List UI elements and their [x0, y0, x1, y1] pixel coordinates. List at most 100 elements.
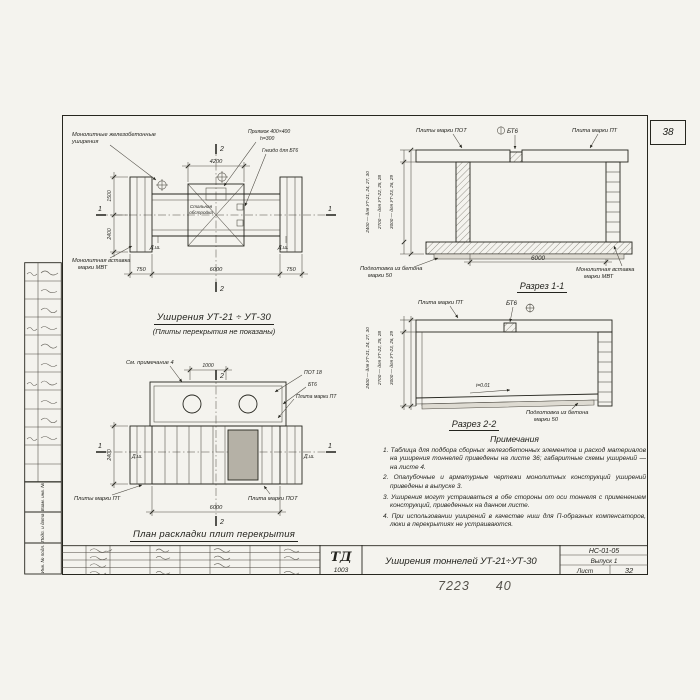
svg-text:обстройка: обстройка [189, 209, 213, 215]
sheet-number: 32 [625, 566, 634, 575]
org-logo: ТД [330, 550, 352, 565]
slab-plan-caption: План раскладки плит перекрытия [92, 529, 336, 542]
slab-plan-cut-marks: 2 2 1 1 [96, 370, 336, 526]
svg-text:2: 2 [219, 373, 224, 380]
dim-plan-left: 2400 [107, 449, 113, 461]
svg-text:1: 1 [328, 443, 332, 450]
frame-label-inv: Инв. № подл. [40, 545, 45, 574]
section-2-drawing: 2400 — для УТ-21, 24, 27, 30 2700 — для … [365, 300, 613, 423]
label-monolith-widening: Монолитные железобетонные [72, 132, 156, 138]
note-item-4: 4. При использовании уширений в качестве… [383, 512, 646, 528]
dim-top: 4200 [210, 159, 223, 165]
label-socket: Гнездо для БТ6 [262, 148, 298, 154]
page-ref-box: 38 [650, 120, 686, 145]
tunnel-plan-structure [129, 176, 303, 253]
handwritten-number-1: 7223 [438, 579, 470, 593]
signature-grid-lines [25, 280, 61, 465]
svg-text:2700 — для УТ-22, 25, 28: 2700 — для УТ-22, 25, 28 [377, 175, 382, 230]
svg-text:марки 50: марки 50 [534, 417, 559, 423]
cut-1-right: 1 [328, 206, 332, 213]
label-insert: Монолитная вставка [576, 267, 634, 273]
section1-dims: 6000 [464, 254, 612, 266]
dim-right-flange: 750 [286, 267, 296, 273]
left-signature-strip: Взам. инв. № Подп. и дата Инв. № подл. [24, 262, 62, 575]
label-joint-left: Д.ш. [149, 245, 161, 251]
section1-labels: Плиты марки ПОТ БТ6 Плита марки ПТ Подго… [360, 126, 634, 280]
label-pt-slab: Плита марки ПТ [572, 128, 618, 134]
dim-plan-top: 1000 [202, 363, 213, 369]
label-pt-plates: Плиты марки ПТ [74, 496, 121, 502]
plan-dimensions: 4200 750 6000 750 1500 2400 [107, 159, 308, 278]
label-bt6-plan: БТ6 [308, 382, 317, 388]
svg-text:2: 2 [219, 519, 224, 526]
label-base-concrete: Подготовка из бетона [360, 266, 422, 272]
dim-plan-bottom: 6000 [210, 505, 223, 511]
frame-label-podp: Подп. и дата [40, 513, 45, 542]
slab-plan-labels: См. примечание 4 ПОТ 18 БТ6 Плита марки … [74, 360, 337, 502]
slab-layout-drawing: 1000 6000 2400 2 2 1 1 См. примечание 4 [74, 360, 337, 526]
title-block: ТД 1003 Уширения тоннелей УТ-21÷УТ-30 НС… [62, 545, 648, 576]
label-monolithic-insert: Монолитная вставка [72, 258, 130, 264]
svg-text:уширения: уширения [71, 139, 98, 145]
doc-number: НС-01-05 [589, 548, 619, 555]
section-cut-marks: 2 2 1 1 [96, 144, 336, 293]
section1-structure [415, 149, 633, 260]
label-pot-plate: Плита марки ПОТ [248, 496, 298, 502]
plan-subcaption: (Плиты перекрытия не показаны) [152, 327, 276, 336]
svg-text:2400 — для УТ-21, 24, 27, 30: 2400 — для УТ-21, 24, 27, 30 [365, 327, 370, 390]
label-beam-bt6: БТ6 [507, 128, 519, 135]
slab-plan-structure [129, 381, 303, 485]
label-base-concrete-2: Подготовка из бетона [526, 410, 588, 416]
svg-text:марки 50: марки 50 [368, 273, 393, 279]
note-item-2: 2. Опалубочные и арматурные чертежи моно… [383, 474, 646, 490]
dim-left-flange: 750 [136, 267, 146, 273]
label-joint-d-right: Д.ш. [303, 454, 315, 460]
signature-handwriting [26, 270, 59, 441]
axis-marks [156, 171, 228, 191]
label-joint-d-left: Д.ш. [131, 454, 143, 460]
section1-caption: Разрез 1-1 [492, 281, 592, 293]
label-see-note: См. примечание 4 [126, 360, 174, 366]
label-pit-depth: h=300 [260, 136, 274, 142]
cut-1-left: 1 [98, 206, 102, 213]
label-beam-bt6-2: БТ6 [506, 300, 518, 307]
slab-plan-dims: 1000 6000 2400 [107, 363, 286, 516]
issue-number: Выпуск 1 [591, 558, 618, 565]
notes-header: Примечания [490, 434, 539, 444]
svg-text:1: 1 [98, 443, 102, 450]
svg-text:марки МВТ: марки МВТ [584, 274, 614, 280]
notes-block: Примечания 1. Таблица для подбора сборны… [383, 434, 646, 532]
dim-span: 6000 [210, 267, 223, 273]
svg-text:3000 — для УТ-23, 26, 29: 3000 — для УТ-23, 26, 29 [389, 331, 394, 385]
section2-caption: Разрез 2-2 [424, 419, 524, 431]
note-item-3: 3. Уширения могут устраиваться в обе сто… [383, 493, 646, 509]
label-slope: i=0.01 [476, 383, 490, 389]
height-variant-dims: 2400 — для УТ-21, 24, 27, 30 2700 — для … [365, 147, 454, 257]
drawing-title: Уширения тоннелей УТ-21÷УТ-30 [384, 556, 537, 567]
dim-section1-width: 6000 [531, 255, 546, 262]
section2-labels: Плита марки ПТ БТ6 i=0.01 Подготовка из … [418, 300, 588, 423]
handwritten-inventory-numbers: 7223 40 [438, 579, 512, 593]
plan-labels: Монолитные железобетонные уширения Приям… [71, 129, 298, 271]
label-pot18: ПОТ 18 [304, 370, 322, 376]
title-block-grid [62, 545, 320, 575]
dim-left-upper: 1500 [107, 190, 113, 201]
sheet-frame [62, 115, 648, 575]
cut-2-bottom: 2 [219, 286, 224, 293]
height-variant-dims-2: 2400 — для УТ-21, 24, 27, 30 2700 — для … [365, 316, 416, 410]
section-1-drawing: 2400 — для УТ-21, 24, 27, 30 2700 — для … [360, 126, 634, 280]
svg-text:2400 — для УТ-21, 24, 27, 30: 2400 — для УТ-21, 24, 27, 30 [365, 171, 370, 234]
label-pt-slab-2: Плита марки ПТ [418, 300, 464, 306]
label-joint-right: Д.ш. [277, 245, 289, 251]
sheet-label: Лист [576, 568, 593, 575]
label-pit: Приямок 400×400 [248, 129, 290, 135]
plan-widening-drawing: 4200 750 6000 750 1500 2400 2 [71, 129, 336, 293]
dim-left-lower: 2400 [107, 228, 113, 240]
label-pot-slabs: Плиты марки ПОТ [416, 128, 467, 134]
section2-structure [415, 319, 613, 410]
note-item-1: 1. Таблица для подбора сборных железобет… [383, 447, 646, 471]
axis-mark-2 [525, 303, 535, 313]
svg-text:3000 — для УТ-23, 26, 29: 3000 — для УТ-23, 26, 29 [389, 175, 394, 229]
handwritten-number-2: 40 [495, 579, 512, 593]
